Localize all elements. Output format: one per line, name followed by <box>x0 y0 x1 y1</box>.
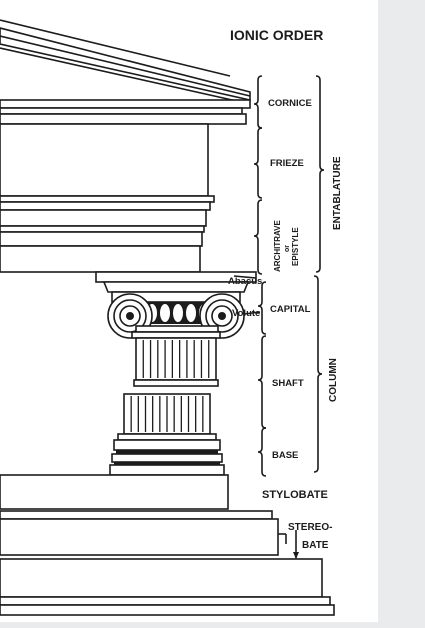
diagram-title: IONIC ORDER <box>230 27 323 43</box>
label-frieze: FRIEZE <box>270 158 304 169</box>
label-epistyle: EPISTYLE <box>291 227 300 266</box>
label-capital: CAPITAL <box>270 304 311 315</box>
base-drawing <box>109 433 225 476</box>
label-cornice: CORNICE <box>268 98 312 109</box>
label-volute: Volute <box>232 308 260 319</box>
braces <box>253 75 325 477</box>
label-entablature: ENTABLATURE <box>332 156 343 230</box>
label-architrave: ARCHITRAVE <box>273 219 282 272</box>
label-stereobate-line2: BATE <box>302 540 329 551</box>
label-base: BASE <box>272 450 298 461</box>
architrave-drawing <box>0 195 215 273</box>
frieze-drawing <box>0 123 209 197</box>
label-shaft: SHAFT <box>272 378 304 389</box>
label-architrave-or: or <box>284 245 291 252</box>
label-column: COLUMN <box>328 358 339 402</box>
label-architrave-group: ARCHITRAVE or EPISTYLE <box>273 219 300 272</box>
label-stylobate: STYLOBATE <box>262 489 328 501</box>
leader-lines <box>233 275 299 559</box>
pediment <box>0 19 251 105</box>
cornice-drawing <box>0 99 251 125</box>
stereobate-drawing <box>0 510 335 616</box>
shaft-drawing <box>123 337 219 435</box>
stylobate-drawing <box>0 474 229 510</box>
label-abacus: Abacus <box>228 276 262 287</box>
label-stereobate-line1: STEREO- <box>288 522 332 533</box>
